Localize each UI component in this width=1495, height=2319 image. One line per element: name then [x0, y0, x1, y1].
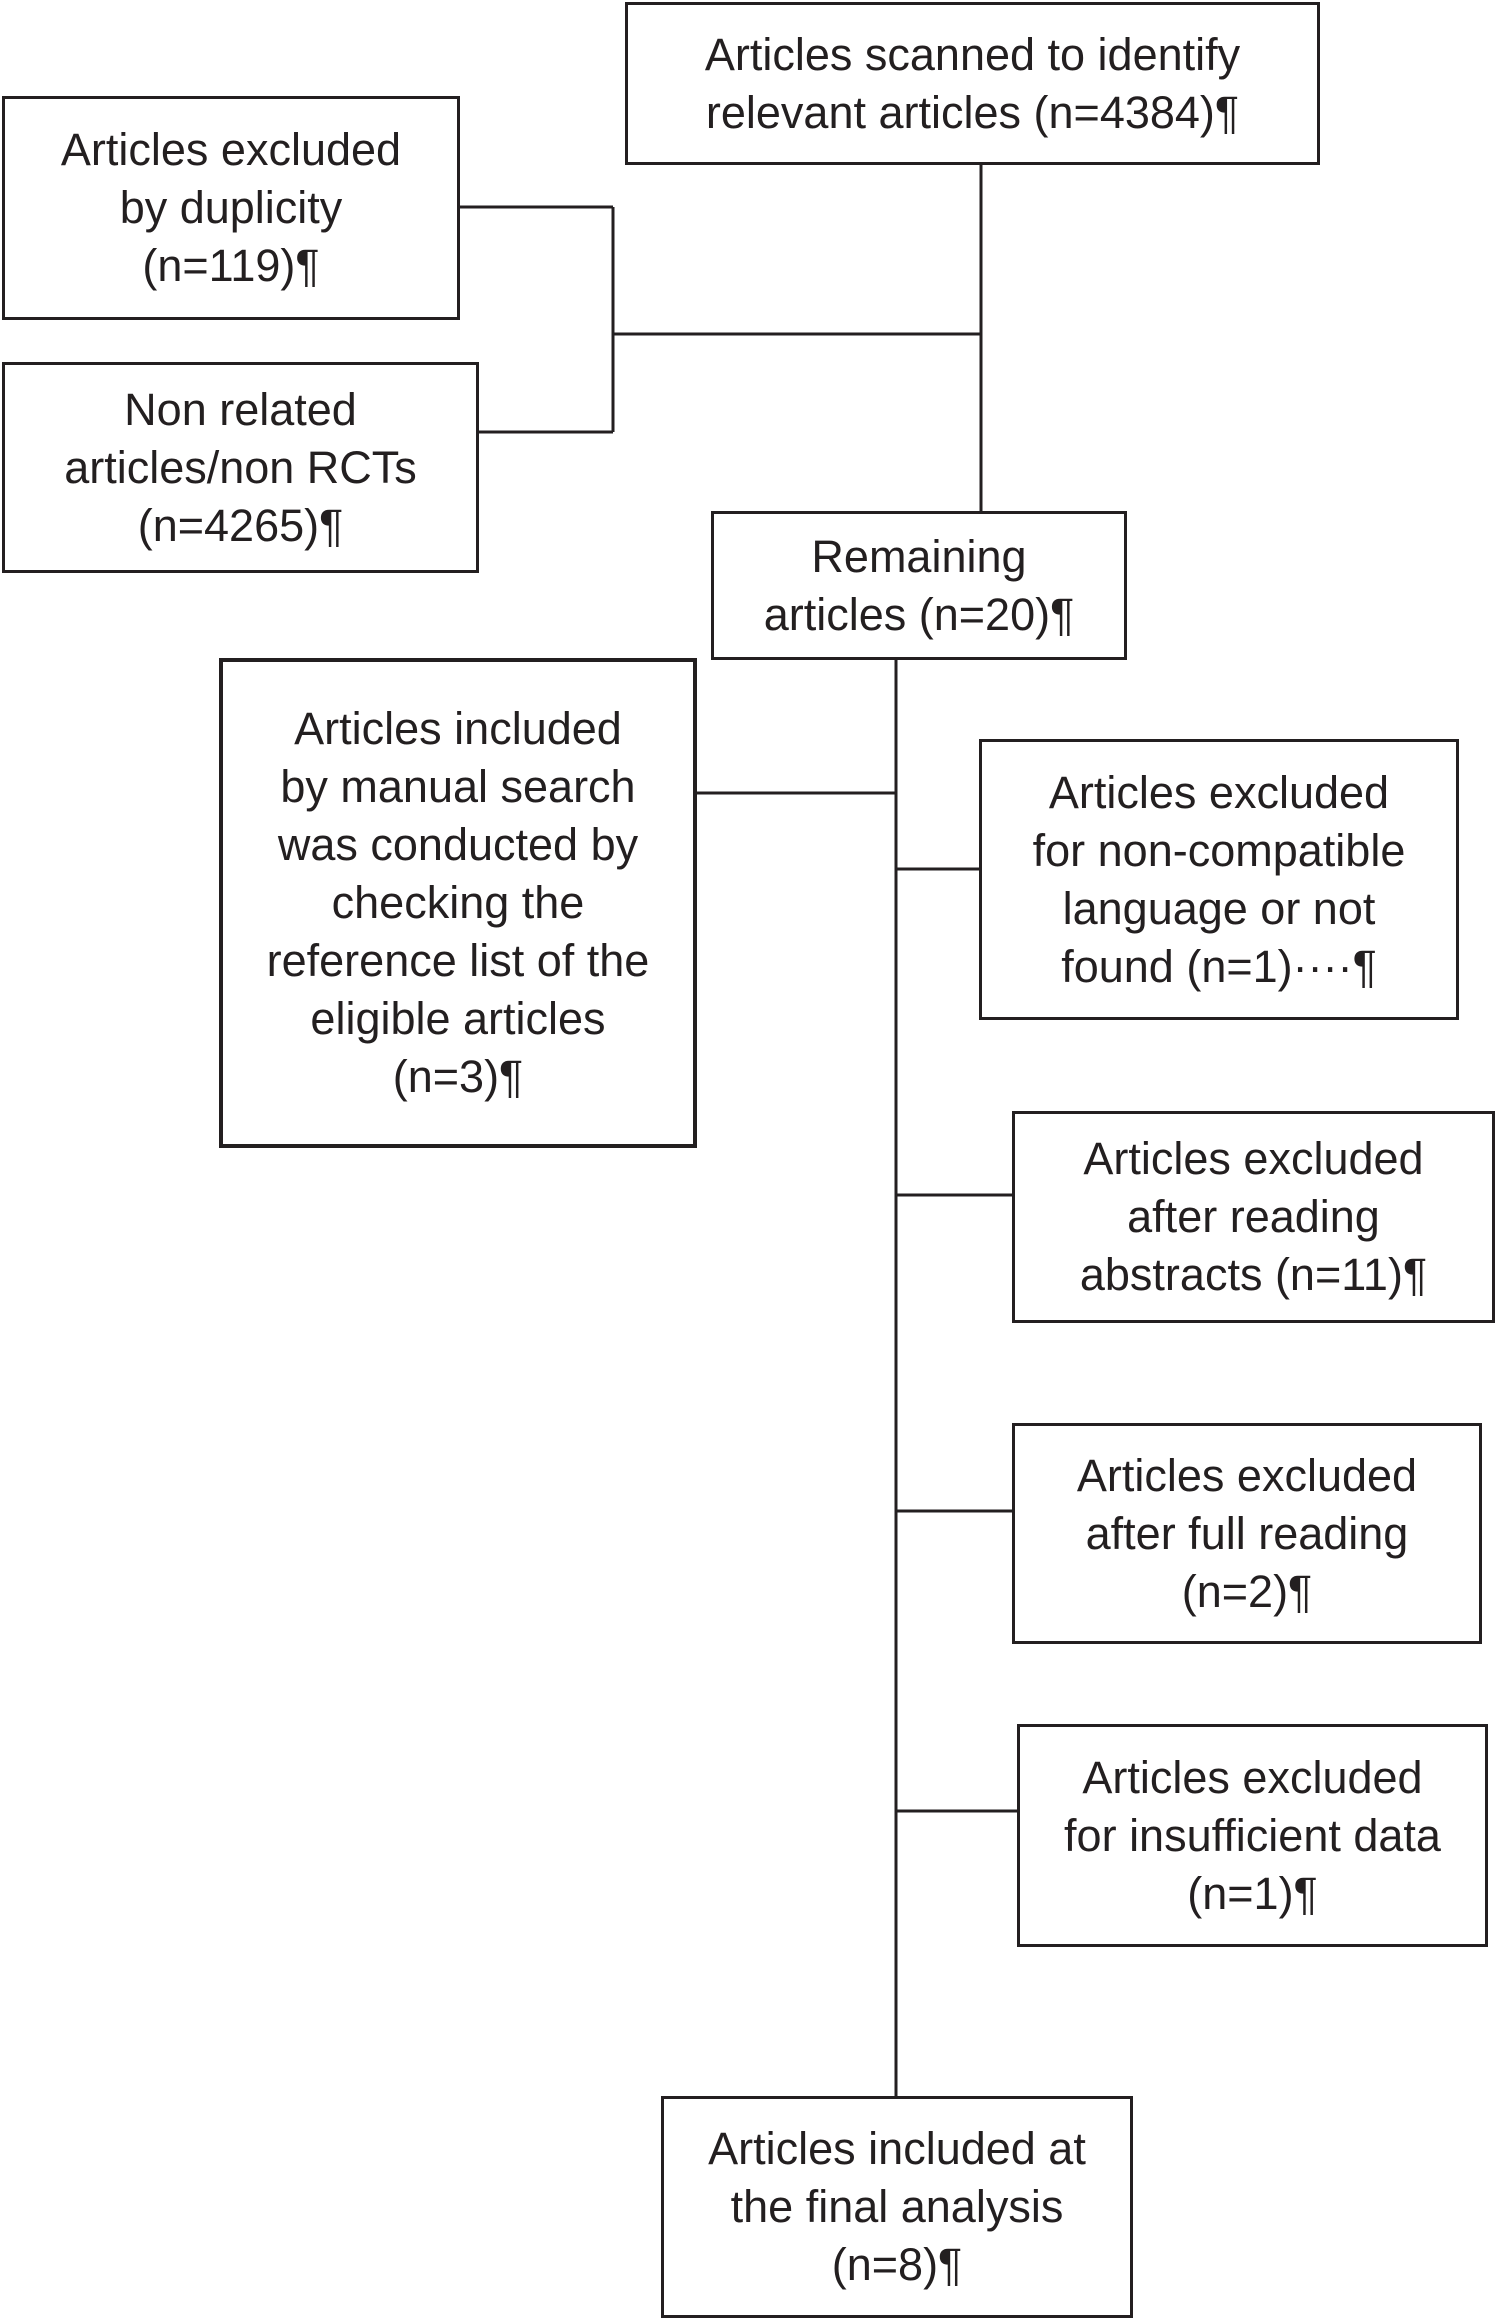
box-final-analysis: Articles included at the final analysis …	[661, 2096, 1133, 2318]
box-remaining-articles-text: Remaining articles (n=20)¶	[763, 530, 1075, 640]
box-articles-scanned: Articles scanned to identify relevant ar…	[625, 2, 1320, 165]
box-excluded-duplicity-text: Articles excluded by duplicity (n=119)¶	[60, 124, 402, 291]
box-excluded-full-reading-text: Articles excluded after full reading (n=…	[1076, 1449, 1418, 1617]
box-excluded-duplicity: Articles excluded by duplicity (n=119)¶	[2, 96, 460, 320]
box-final-analysis-text: Articles included at the final analysis …	[708, 2123, 1086, 2290]
box-excluded-insufficient-data: Articles excluded for insufficient data …	[1017, 1724, 1488, 1947]
box-remaining-articles: Remaining articles (n=20)¶	[711, 511, 1127, 660]
box-excluded-language: Articles excluded for non-compatible lan…	[979, 739, 1459, 1020]
box-non-related-text: Non related articles/non RCTs (n=4265)¶	[64, 383, 417, 551]
box-non-related: Non related articles/non RCTs (n=4265)¶	[2, 362, 479, 573]
box-excluded-abstracts: Articles excluded after reading abstract…	[1012, 1111, 1495, 1323]
box-manual-search: Articles included by manual search was c…	[219, 658, 697, 1148]
box-excluded-language-text: Articles excluded for non-compatible lan…	[1032, 766, 1406, 992]
box-excluded-insufficient-data-text: Articles excluded for insufficient data …	[1064, 1751, 1441, 1919]
box-articles-scanned-text: Articles scanned to identify relevant ar…	[704, 28, 1241, 138]
box-excluded-full-reading: Articles excluded after full reading (n=…	[1012, 1423, 1482, 1644]
box-manual-search-text: Articles included by manual search was c…	[266, 703, 650, 1102]
box-excluded-abstracts-text: Articles excluded after reading abstract…	[1079, 1133, 1428, 1300]
